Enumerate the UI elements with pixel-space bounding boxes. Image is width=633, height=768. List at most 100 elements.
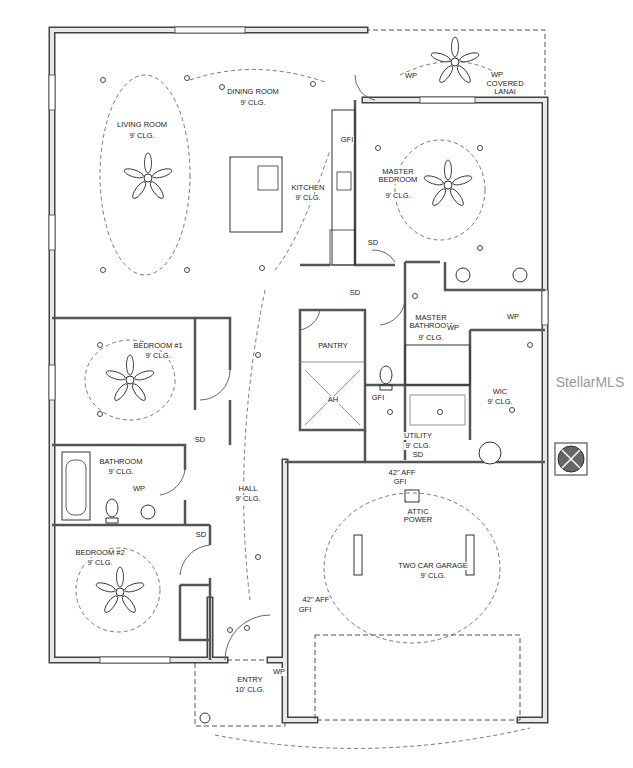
interior-wall	[52, 100, 545, 660]
fixture	[101, 268, 106, 273]
window	[100, 657, 170, 663]
smoke-detector: SD	[349, 289, 361, 297]
outlet-note: GFI	[393, 478, 408, 486]
outlet-note: 42" AFF	[388, 469, 417, 477]
refrigerator	[330, 230, 355, 265]
fixture	[413, 294, 418, 299]
ceiling-height: 9' CLG.	[486, 398, 513, 406]
smoke-detector: SD	[195, 531, 207, 539]
ac-grille	[562, 450, 580, 468]
wiring-run	[190, 62, 530, 749]
fixture	[228, 628, 233, 633]
fixture	[311, 82, 316, 87]
ceiling-height: 9' CLG.	[294, 194, 321, 202]
ceiling-height: 9' CLG.	[128, 132, 155, 140]
lavatory	[456, 268, 470, 282]
garage-door	[315, 635, 520, 720]
garage-light	[354, 535, 362, 575]
toilet	[106, 499, 118, 517]
fixture	[510, 408, 515, 413]
wiring	[76, 62, 530, 749]
exterior-wall-fill	[52, 30, 545, 720]
shower	[405, 345, 470, 385]
room-name: ENTRY	[236, 676, 263, 684]
room-name: MASTER BEDROOM	[376, 168, 420, 185]
fixture	[220, 85, 225, 90]
window	[49, 75, 55, 110]
ceiling-height: 9' CLG.	[404, 442, 431, 450]
room-name: DINING ROOM	[226, 88, 280, 96]
smoke-detector: SD	[194, 436, 206, 444]
ceiling-height: 9' CLG.	[417, 334, 444, 342]
room-name: BATHROOM	[99, 458, 144, 466]
wiring-loop	[395, 140, 485, 240]
smoke-detector: SD	[367, 239, 379, 247]
outlet-note: 42" AFF	[302, 596, 331, 604]
room-name: AH	[327, 396, 339, 404]
window	[542, 290, 548, 325]
window	[49, 365, 55, 400]
attic-outlet	[405, 490, 419, 502]
door-swing	[160, 75, 405, 660]
fixture	[245, 626, 250, 631]
ceiling-height: 10' CLG.	[234, 686, 265, 694]
outlet-note: ATTIC POWER	[399, 508, 437, 525]
sink	[258, 166, 278, 190]
exterior-wall	[52, 30, 545, 720]
ah-unit	[300, 362, 365, 425]
ceiling-height: 9' CLG.	[234, 495, 261, 503]
lavatory	[141, 505, 155, 519]
room-name: KITCHEN	[291, 184, 326, 192]
pantry-ah-wall	[300, 310, 365, 430]
toilet	[380, 366, 392, 384]
smoke-detector: SD	[412, 451, 424, 459]
laundry	[410, 395, 465, 425]
ceiling-height: 9' CLG.	[86, 559, 113, 567]
kitchen-counter	[332, 110, 355, 265]
outlet-note: WP	[132, 485, 146, 493]
ceiling-fan	[123, 153, 173, 200]
fixture	[185, 268, 190, 273]
outlet-note: WP	[490, 71, 504, 79]
bathtub-basin	[66, 460, 86, 515]
watermark: StellarMLS	[555, 375, 625, 390]
fixture	[528, 343, 533, 348]
outlet-note: WP	[272, 668, 286, 676]
wiring-loop	[324, 493, 500, 643]
fixture	[478, 146, 483, 151]
ceiling-height: 9' CLG.	[144, 352, 171, 360]
fixture	[101, 78, 106, 83]
outlet-note: WP	[506, 313, 520, 321]
fixture	[256, 353, 261, 358]
wiring-loop	[85, 340, 175, 420]
room-name: LIVING ROOM	[116, 121, 168, 129]
wiring-loop	[100, 75, 190, 275]
toilet-tank	[106, 518, 118, 523]
ceiling-fan	[423, 160, 473, 207]
outlet-note: GFI	[371, 394, 386, 402]
window	[420, 97, 475, 103]
room-name: COVERED LANAI	[484, 80, 526, 97]
fixture	[98, 343, 103, 348]
ceiling-fan	[105, 355, 155, 402]
ceiling-fan	[95, 567, 145, 614]
fixture	[438, 410, 443, 415]
toilet-tank	[380, 385, 392, 390]
lanai-outline	[365, 30, 545, 100]
room-name: PANTRY	[317, 342, 349, 350]
fixture	[388, 410, 393, 415]
room-name: WIC	[492, 388, 509, 396]
bathtub	[62, 452, 90, 520]
window	[49, 215, 55, 250]
kitchen-island	[230, 157, 282, 232]
water-heater	[479, 442, 501, 464]
window	[175, 27, 245, 33]
ac-fan	[558, 446, 584, 472]
outlet-note: GFI	[298, 606, 313, 614]
fixture	[376, 146, 381, 151]
light-fixtures	[98, 76, 533, 633]
ceiling-height: 9' CLG.	[107, 468, 134, 476]
ceiling-height: 9' CLG.	[384, 192, 411, 200]
